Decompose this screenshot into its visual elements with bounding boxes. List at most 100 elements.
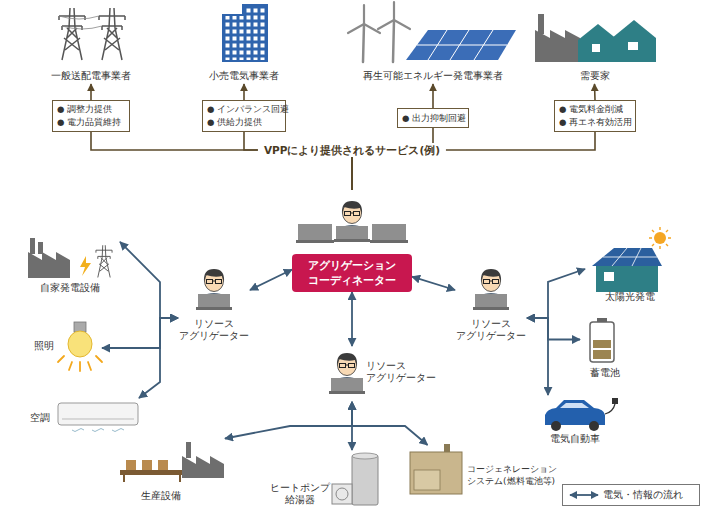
flow-connector	[120, 242, 178, 318]
production-equipment-icon	[126, 460, 136, 470]
generator-icon	[28, 252, 70, 278]
legend-sample	[570, 495, 598, 496]
production-equipment-icon	[182, 456, 224, 478]
heat-pump-icon	[352, 453, 378, 459]
production-equipment-icon	[158, 460, 168, 470]
production-equipment-icon	[120, 442, 224, 482]
solar-panel-icon	[406, 30, 516, 60]
wind-turbine-icon	[393, 20, 394, 62]
node-text: リソース アグリゲーター	[455, 318, 527, 342]
legend-text: 電気・情報の流れ	[603, 489, 683, 502]
consumer-icon	[538, 14, 544, 34]
service-box: ● インバランス回避● 供給力提供	[202, 100, 286, 132]
consumer-icon	[612, 20, 656, 62]
flow-connector	[352, 402, 428, 445]
stakeholder: 小売電気事業者	[189, 2, 299, 84]
cogeneration-icon	[410, 444, 462, 494]
resource: 自家発電設備	[20, 232, 120, 298]
battery-icon	[590, 322, 614, 362]
resource: 空調	[25, 398, 145, 440]
resource: 蓄電池	[580, 315, 630, 385]
node-text: 電気自動車	[535, 433, 615, 445]
generator-icon	[96, 245, 112, 277]
consumer-icon	[535, 14, 656, 62]
electric-vehicle-icon	[612, 398, 618, 404]
air-conditioner-icon	[58, 403, 138, 425]
solar-house-icon	[604, 272, 614, 281]
node-text: 空調	[25, 412, 55, 424]
solar-house-icon	[596, 264, 658, 292]
service-connector	[244, 132, 352, 190]
service-connector	[243, 84, 245, 100]
solar-house-icon	[649, 227, 671, 249]
coordinator: アグリゲーション コーディネーター	[292, 190, 412, 292]
service-box: ● 調整力提供● 電力品質維持	[52, 100, 130, 132]
production-equipment-icon	[142, 460, 152, 470]
node-text: ヒートポンプ 給湯器	[270, 482, 330, 506]
service-connector	[90, 84, 92, 100]
aggregator-person-icon	[298, 224, 332, 241]
wind-turbine-icon	[348, 2, 410, 62]
flow-connector	[527, 318, 580, 340]
stakeholder: 再生可能エネルギー発電事業者	[343, 2, 523, 84]
production-equipment-icon	[186, 442, 191, 458]
aggregator-person-icon	[196, 269, 232, 310]
flow-connector	[527, 269, 585, 318]
service-connector	[352, 132, 595, 190]
heat-pump-icon	[336, 488, 348, 500]
legend-entry: 電気・情報の流れ	[603, 489, 683, 502]
production-equipment-icon	[124, 475, 180, 482]
resource-aggregator: リソース アグリゲーター	[455, 262, 527, 342]
node-text: ● 出力抑制回避	[402, 112, 464, 125]
node-text: ● 電力品質維持	[57, 116, 125, 129]
consumer-icon	[535, 30, 580, 62]
transmission-tower-icon	[59, 8, 85, 60]
solar-house-icon	[603, 248, 657, 266]
node-text: ● 調整力提供	[57, 103, 125, 116]
legend-box: 電気・情報の流れ	[562, 484, 700, 506]
air-conditioner-icon	[72, 429, 124, 432]
service-connector	[352, 128, 433, 190]
transmission-tower-icon	[59, 8, 125, 60]
aggregator-person-icon	[372, 224, 406, 241]
node-text: ● 供給力提供	[207, 116, 281, 129]
node-text: ● 電気料金削減	[559, 103, 631, 116]
electric-vehicle-icon	[605, 404, 615, 414]
flow-connector	[102, 318, 178, 348]
stakeholder: 需要家	[527, 2, 662, 84]
flow-connector	[250, 270, 292, 290]
aggregator-person-icon	[370, 240, 408, 243]
resource-aggregator: リソース アグリゲーター	[178, 262, 250, 342]
stakeholder: 一般送配電事業者	[36, 2, 146, 84]
node-text: 小売電気事業者	[189, 70, 299, 82]
resource: 照明	[30, 318, 102, 378]
bracket-label: VPPにより提供されるサービス(例)	[258, 143, 446, 157]
flow-connector	[139, 318, 178, 398]
consumer-icon	[592, 44, 600, 52]
node-text: リソース アグリゲーター	[366, 360, 426, 384]
node-text: 蓄電池	[580, 367, 630, 379]
solar-panel-icon	[406, 30, 516, 60]
node-text: 生産設備	[115, 490, 207, 502]
electric-vehicle-icon	[545, 400, 605, 425]
lighting-icon	[58, 322, 102, 371]
resource: コージェネレーション システム(燃料電池等)	[405, 445, 555, 500]
aggregator-person-icon	[473, 269, 509, 310]
node-text: 自家発電設備	[20, 282, 120, 294]
cogeneration-icon	[410, 452, 462, 494]
node-text: コージェネレーション システム(燃料電池等)	[467, 463, 559, 487]
flow-connector	[351, 292, 353, 346]
generator-icon	[30, 238, 35, 254]
aggregator-person-icon	[329, 353, 365, 394]
solar-house-icon	[654, 232, 666, 244]
wind-turbine-icon	[378, 2, 410, 29]
legend-sample	[570, 494, 598, 496]
aggregator-person-icon	[334, 201, 370, 242]
building-icon	[224, 16, 244, 60]
aggregator-person-icon	[296, 240, 334, 243]
solar-house-icon	[592, 227, 671, 292]
battery-icon	[590, 318, 614, 362]
flow-connector	[225, 402, 352, 439]
resource: 生産設備	[115, 435, 225, 505]
